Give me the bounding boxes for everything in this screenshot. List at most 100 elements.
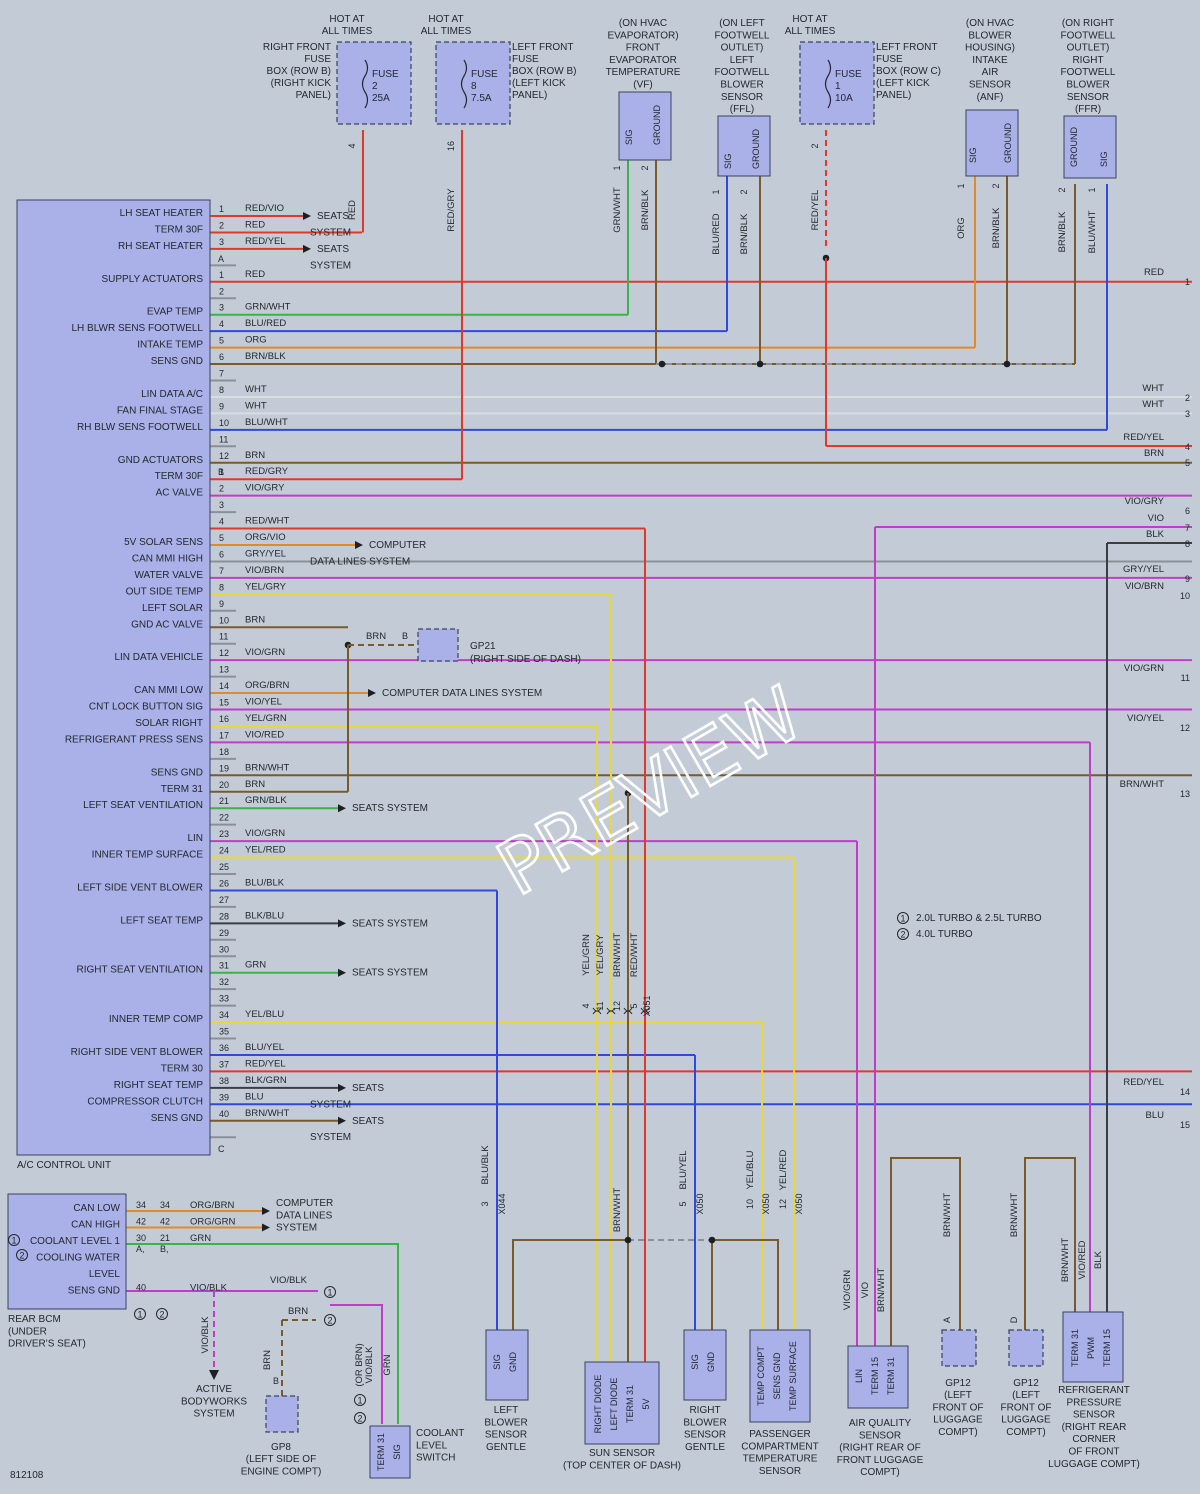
bcm-wire-color: VIO/BLK (190, 1283, 228, 1294)
air-quality-caption: SENSOR (859, 1430, 901, 1441)
cu-pin-number: 22 (219, 813, 229, 823)
fuse-name: FUSE (372, 69, 399, 80)
x050-wire-color: YEL/BLU (745, 1150, 756, 1189)
cu-pin-number: 10 (219, 615, 229, 625)
cu-pin-number: 12 (219, 648, 229, 658)
fuse-location: (RIGHT KICK (271, 78, 332, 89)
air-quality-caption: COMPT) (860, 1467, 899, 1478)
sun-sensor-caption: SUN SENSOR (589, 1448, 655, 1459)
sensor-caption: (ANF) (977, 92, 1004, 103)
edge-wire-color: VIO/BRN (1125, 581, 1164, 592)
cu-pin-number: 1 (219, 270, 224, 280)
gp12a-location: LUGGAGE (933, 1415, 983, 1426)
passenger-temp-caption: TEMPERATURE (743, 1454, 818, 1465)
sensor-caption: (VF) (633, 80, 652, 91)
cu-wire-color: YEL/GRN (245, 713, 287, 724)
bcm-pin: 40 (136, 1283, 146, 1293)
sensor-caption: (ON HVAC (619, 18, 667, 29)
cu-wire-color: VIO/GRY (245, 483, 285, 494)
passenger-temp-pin-label: TEMP COMPT (756, 1346, 766, 1406)
bcm-function-label: COOLING WATER (36, 1253, 120, 1264)
fuse-hot-label: ALL TIMES (785, 26, 836, 37)
edge-wire-color: GRY/YEL (1123, 564, 1164, 575)
arrow-icon (338, 1083, 346, 1092)
cu-function-label: CNT LOCK BUTTON SIG (89, 702, 203, 713)
cu-pin-number: 9 (219, 401, 224, 411)
fuse-box (799, 41, 875, 125)
edge-terminal-number: 11 (1181, 673, 1190, 683)
cu-pin-number: 1 (219, 467, 224, 477)
cu-destination-label: SEATS (317, 211, 349, 222)
fuse-number: 2 (372, 81, 378, 92)
refrigerant-wire-color: VIO/RED (1077, 1240, 1088, 1279)
coolant-wire-color: VIO/BLK (364, 1346, 375, 1384)
sensor-caption: BLOWER (720, 80, 763, 91)
sensor-caption: LEFT (730, 55, 754, 66)
connector-icon (592, 1007, 602, 1015)
cu-function-label: RH BLW SENS FOOTWELL (77, 422, 203, 433)
fuse-name: FUSE (471, 69, 498, 80)
refrigerant-box (1062, 1311, 1124, 1383)
splice-dot (658, 360, 666, 368)
refrigerant-caption: OF FRONT (1068, 1447, 1119, 1458)
refrigerant-wire-color: BRN/WHT (1060, 1238, 1071, 1283)
sensor-caption: FOOTWELL (1060, 67, 1115, 78)
edge-terminal-number: 7 (1185, 523, 1190, 533)
rear-bcm-box (7, 1193, 127, 1310)
cu-function-label: RIGHT SIDE VENT BLOWER (71, 1047, 203, 1058)
fuse-location: LEFT FRONT (512, 42, 573, 53)
air-quality-pin-label: TERM 31 (886, 1357, 896, 1395)
gp12d-pin: D (1009, 1316, 1019, 1323)
variant-marker (16, 1249, 28, 1261)
x051-wire-color: RED/WHT (629, 933, 640, 978)
sensor-wire-color: BRN/BLK (1057, 211, 1068, 252)
gp12a-location: COMPT) (938, 1427, 977, 1438)
right-blower-caption: BLOWER (683, 1417, 726, 1428)
arrow-icon (338, 804, 346, 813)
sensor-box (717, 115, 771, 177)
ac-control-unit-box (16, 199, 211, 1156)
x051-pin: 12 (612, 1001, 622, 1011)
cu-wire-color: VIO/GRN (245, 647, 285, 658)
refrigerant-pin-label: TERM 31 (1070, 1329, 1080, 1367)
sensor-wire-color: BLU/RED (711, 213, 722, 254)
sensor-caption: FOOTWELL (714, 30, 769, 41)
sensor-caption: (ON RIGHT (1062, 18, 1114, 29)
fuse-pin: 4 (347, 143, 357, 148)
bcm-pin: 21 (160, 1233, 170, 1243)
cu-wire-color: VIO/RED (245, 729, 284, 740)
sensor-pin-number: 1 (956, 183, 966, 188)
fuse-number: 8 (471, 81, 477, 92)
cu-wire-color: RED/YEL (245, 236, 286, 247)
right-blower-pin-label: GND (706, 1352, 716, 1373)
sensor-wire-color: BRN/BLK (991, 207, 1002, 248)
air-quality-pin-label: LIN (854, 1369, 864, 1383)
fuse-box (336, 41, 412, 125)
sensor-caption: EVAPORATOR) (607, 30, 678, 41)
coolant-switch-box (369, 1425, 411, 1479)
cu-function-label: REFRIGERANT PRESS SENS (65, 734, 204, 745)
sensor-caption: BLOWER (968, 30, 1011, 41)
gnd-wire-color: BRN/WHT (612, 1188, 623, 1233)
sensor-wire-color: BLU/WHT (1087, 210, 1098, 253)
x050-wire-color: YEL/RED (778, 1150, 789, 1191)
fuse-hot-label: HOT AT (329, 14, 364, 25)
variant-marker (156, 1308, 168, 1320)
cu-wire-color: BRN/BLK (245, 351, 286, 362)
cu-pin-number: 15 (219, 698, 229, 708)
cu-function-label: RIGHT SEAT VENTILATION (76, 965, 203, 976)
edge-wire-color: BRN/WHT (1120, 779, 1165, 790)
air-quality-pin-label: TERM 15 (870, 1357, 880, 1395)
arrow-icon (262, 1223, 270, 1232)
bcm-function-label: CAN HIGH (71, 1220, 120, 1231)
gp12d-name: GP12 (1013, 1378, 1039, 1389)
diagram-id: 812108 (10, 1470, 44, 1481)
x051-pin: 5 (629, 1003, 639, 1008)
sun-sensor-pin-label: TERM 31 (625, 1385, 635, 1423)
gp12d-location: LUGGAGE (1001, 1415, 1051, 1426)
cu-wire-color: VIO/YEL (245, 697, 282, 708)
sun-sensor-caption: (TOP CENTER OF DASH) (563, 1460, 681, 1471)
sensor-caption: (FFL) (730, 104, 754, 115)
cu-wire-color: ORG (245, 335, 267, 346)
coolant-pin-label: SIG (392, 1444, 402, 1460)
